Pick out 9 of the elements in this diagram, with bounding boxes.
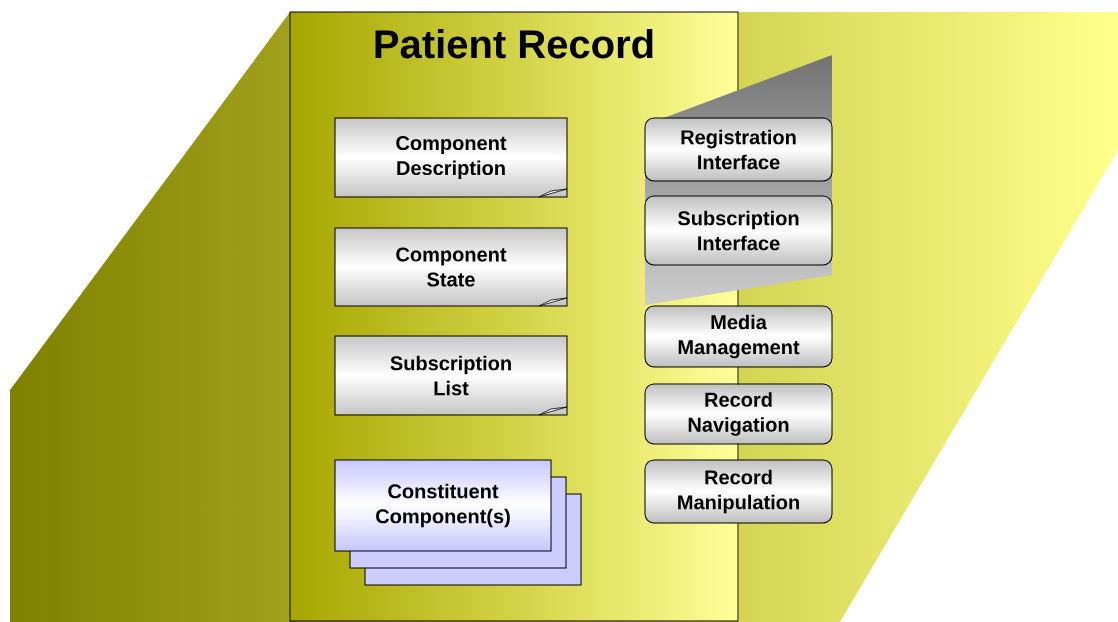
stacked-sheets: Constituent Component(s) bbox=[334, 459, 582, 586]
module-tab: Record Manipulation bbox=[644, 459, 833, 524]
module-tab: Subscription Interface bbox=[644, 195, 833, 266]
note-box: Subscription List bbox=[334, 335, 568, 416]
module-tab: Registration Interface bbox=[644, 117, 833, 182]
module-tab: Media Management bbox=[644, 305, 833, 368]
note-box: Component State bbox=[334, 227, 568, 307]
note-box: Component Description bbox=[334, 117, 568, 198]
module-tab: Record Navigation bbox=[644, 383, 833, 445]
